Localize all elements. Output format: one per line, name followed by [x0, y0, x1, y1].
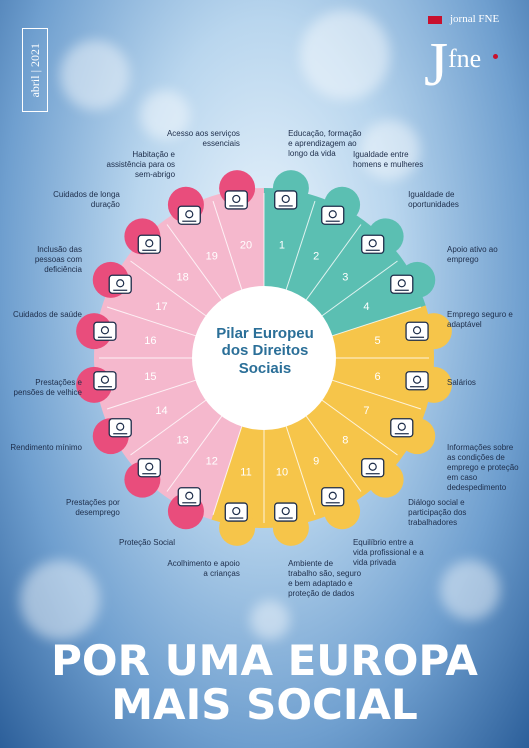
center-title-line: Sociais	[238, 359, 292, 377]
principle-label: Igualdade de oportunidades	[408, 189, 459, 209]
principle-label: Salários	[447, 378, 476, 388]
principle-label: Educação, formação e aprendizagem ao lon…	[288, 128, 362, 158]
wheel-spoke	[282, 200, 316, 302]
wheel-spoke	[312, 260, 398, 324]
elderly-walker-icon	[137, 234, 161, 254]
wheel-spoke	[298, 406, 362, 492]
headline-line: POR UMA EUROPA	[51, 636, 478, 685]
center-title-line: dos Direitos	[221, 342, 309, 360]
principle-number: 15	[144, 371, 156, 383]
wheel-spoke	[130, 392, 216, 456]
principle-label: Prestações e pensões de velhice	[13, 378, 83, 398]
principle-number: 10	[276, 467, 288, 479]
principle-number: 1	[279, 239, 285, 251]
graduation-cap-icon	[274, 190, 298, 210]
principle-number: 19	[206, 251, 218, 263]
issue-date-box: abril | 2021	[22, 28, 48, 112]
bokeh-light	[300, 10, 390, 100]
principle-number: 17	[155, 301, 167, 313]
bokeh-light	[250, 600, 290, 640]
principle-label: Apoio ativo ao emprego	[447, 245, 498, 265]
pension-document-icon	[93, 371, 117, 391]
principle-number: 3	[342, 272, 348, 284]
principle-number: 9	[313, 455, 319, 467]
wheel-spoke	[320, 306, 422, 340]
wheel-spoke	[166, 224, 230, 310]
principle-label: Cuidados de saúde	[13, 309, 82, 319]
helping-hand-icon	[361, 234, 385, 254]
hand-coins-icon	[108, 418, 132, 438]
principle-label: Proteção Social	[118, 538, 176, 548]
safe-worker-icon	[274, 502, 298, 522]
umbrella-family-icon	[137, 458, 161, 478]
bokeh-light	[440, 560, 500, 620]
principle-label: Cuidados de longa duração	[53, 189, 120, 209]
center-circle	[192, 286, 336, 430]
wheel-spoke	[212, 200, 246, 302]
principle-number: 2	[313, 251, 319, 263]
presentation-board-icon	[390, 274, 414, 294]
wheelchair-icon	[108, 274, 132, 294]
principle-number: 18	[177, 272, 189, 284]
essential-services-icon	[224, 190, 248, 210]
bokeh-light	[360, 120, 420, 180]
wheel-spoke	[166, 406, 230, 492]
wheel-spoke	[298, 224, 362, 310]
principle-number: 11	[240, 467, 251, 479]
sector-pink	[93, 188, 264, 520]
center-title: Pilar Europeu dos Direitos Sociais	[195, 325, 335, 377]
coin-stacks-icon	[405, 371, 429, 391]
principle-number: 5	[375, 335, 381, 347]
wheel-spoke	[106, 376, 208, 410]
principle-label: Acesso aos serviços essenciais	[166, 128, 240, 148]
principle-label: Informações sobre as condições de empreg…	[447, 442, 519, 492]
principle-number: 14	[155, 405, 167, 417]
wheel-spoke	[312, 392, 398, 456]
handshake-icon	[361, 458, 385, 478]
medical-kit-icon	[93, 321, 117, 341]
wheel-spoke	[130, 260, 216, 324]
bokeh-light	[60, 40, 130, 110]
info-shield-icon	[390, 418, 414, 438]
logo-letter: J	[424, 31, 449, 99]
wheel-spoke	[320, 376, 422, 410]
principle-label: Rendimento mínimo	[10, 442, 82, 452]
logo-fne: fne	[448, 44, 482, 73]
workers-group-icon	[405, 321, 429, 341]
principle-label: Igualdade entre homens e mulheres	[352, 149, 424, 169]
wheel-spoke	[106, 306, 208, 340]
wheel-spoke	[212, 414, 246, 516]
principle-label: Emprego seguro e adaptável	[447, 309, 513, 329]
center-title-line: Pilar Europeu	[216, 325, 314, 342]
principle-label: Ambiente de trabalho são, seguro e bem a…	[288, 559, 362, 599]
headline-line: MAIS SOCIAL	[111, 680, 418, 729]
principle-number: 4	[363, 301, 369, 313]
principle-label: Equilíbrio entre a vida profissional e a…	[352, 538, 424, 568]
principle-number: 13	[177, 434, 189, 446]
principle-number: 7	[363, 405, 369, 417]
principle-number: 6	[375, 371, 381, 383]
principle-label: Inclusão das pessoas com deficiência	[34, 245, 82, 275]
principle-number: 16	[144, 335, 156, 347]
child-care-icon	[224, 502, 248, 522]
wheel-spoke	[282, 414, 316, 516]
principle-label: Habitação e assistência para os sem-abri…	[106, 149, 176, 179]
house-bed-icon	[177, 205, 201, 225]
bokeh-light	[140, 90, 190, 140]
principle-number: 20	[240, 239, 252, 251]
principle-number: 12	[206, 455, 218, 467]
principle-label: Diálogo social e participação dos trabal…	[408, 498, 467, 528]
brand-name: jornal FNE	[450, 13, 500, 25]
principle-label: Prestações por desemprego	[66, 498, 120, 518]
principle-label: Acolhimento e apoio a crianças	[167, 559, 240, 579]
work-life-balance-icon	[321, 487, 345, 507]
brand-square-icon	[428, 16, 442, 24]
logo-dot-icon	[493, 54, 498, 59]
family-protection-icon	[177, 487, 201, 507]
bokeh-light	[20, 560, 100, 640]
principle-number: 8	[342, 434, 348, 446]
gender-equality-icon	[321, 205, 345, 225]
